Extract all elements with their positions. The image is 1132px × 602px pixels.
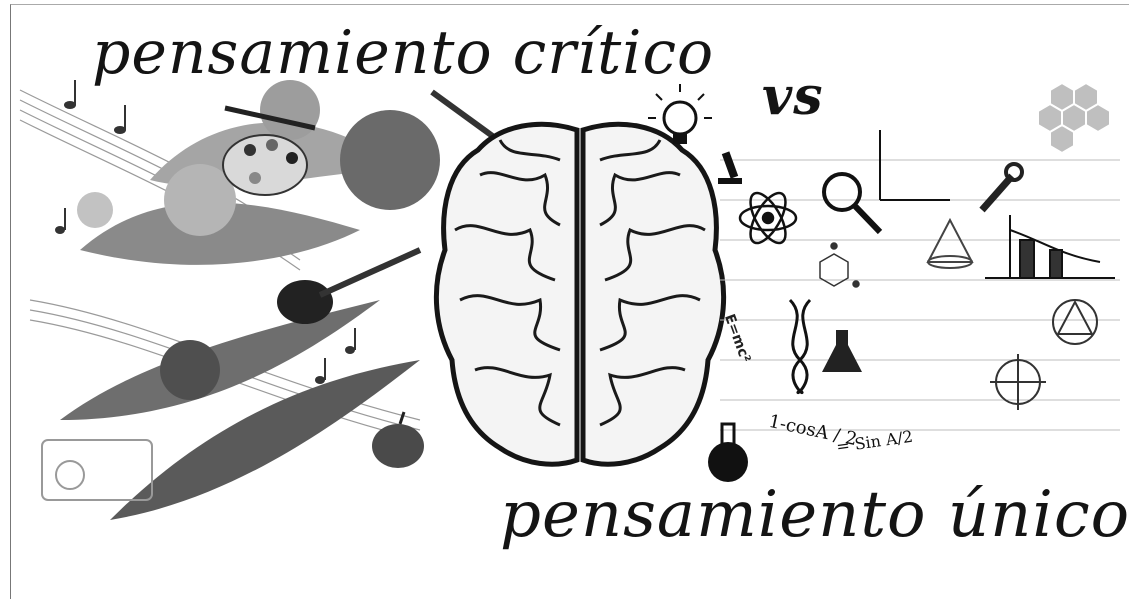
paint-palette-icon [222, 134, 308, 196]
molecule-icon [819, 242, 860, 288]
graph-axes-icon [879, 130, 1115, 279]
flask-icon [708, 330, 862, 482]
headline-versus: vs [762, 66, 824, 127]
atom-icon [738, 191, 798, 245]
geometry-circle-icon [990, 299, 1098, 410]
guitar-icon [277, 247, 422, 324]
cone-icon [926, 217, 974, 269]
headline-bottom: pensamiento único [500, 478, 1131, 552]
lightbulb-icon [648, 84, 712, 144]
radio-icon [41, 439, 153, 501]
paintbrush-icon [224, 89, 500, 143]
art-side [19, 80, 500, 520]
music-notes-icon [55, 80, 356, 384]
microscope-icon [718, 151, 742, 184]
circuit-lines [720, 159, 1120, 431]
dna-icon [788, 298, 812, 395]
wrench-icon [979, 162, 1024, 213]
headline-top: pensamiento crítico [92, 18, 715, 88]
magnifier-icon [822, 172, 883, 235]
apple-icon [372, 411, 424, 468]
brain-icon [433, 121, 727, 467]
hexagon-molecule-icon [1037, 81, 1111, 155]
science-side [648, 81, 1120, 482]
